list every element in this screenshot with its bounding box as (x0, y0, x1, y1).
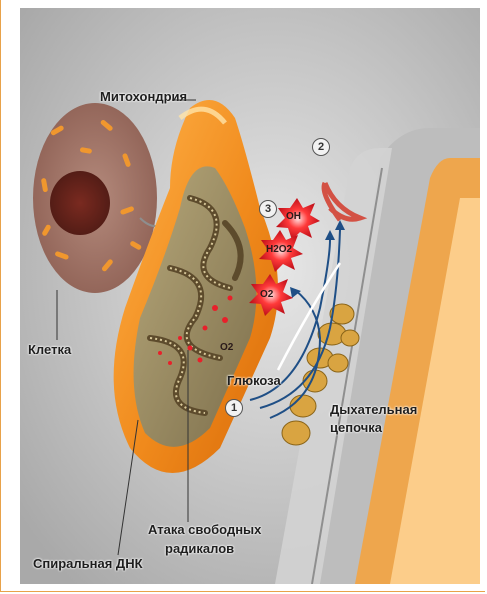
leader-lines (0, 0, 487, 594)
